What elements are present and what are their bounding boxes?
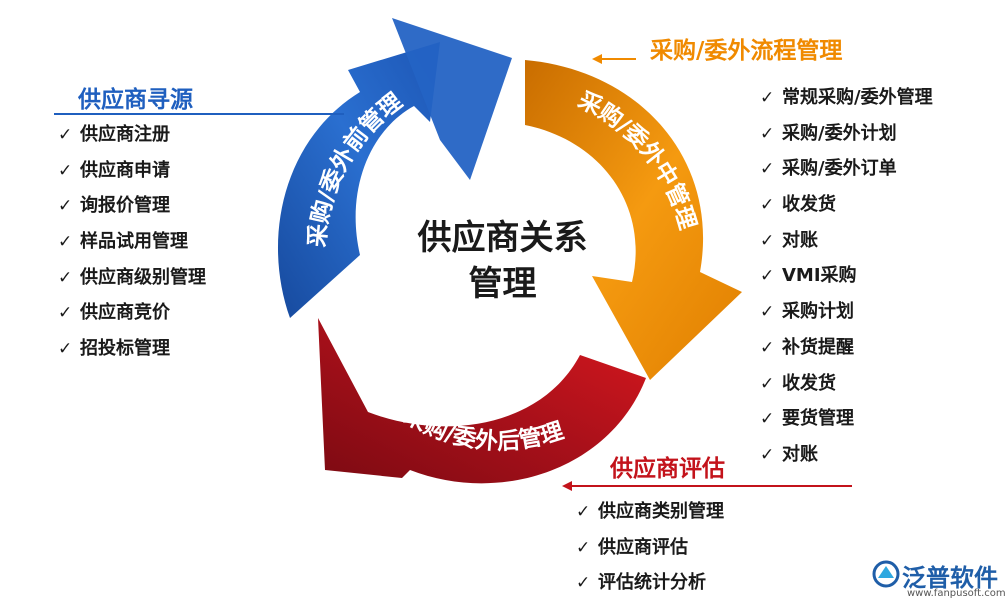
check-icon: ✓ (760, 88, 775, 108)
list-item: ✓供应商竞价 (58, 295, 206, 331)
list-item: ✓采购/委外订单 (760, 151, 933, 187)
list-item: ✓采购/委外计划 (760, 116, 933, 152)
center-title-line2: 管理 (468, 264, 537, 304)
list-item: ✓样品试用管理 (58, 224, 206, 260)
check-icon: ✓ (58, 196, 73, 217)
check-icon: ✓ (58, 267, 73, 288)
list-item: ✓采购计划 (760, 294, 933, 330)
list-item: ✓供应商级别管理 (58, 260, 206, 296)
arrow-before-head (392, 18, 512, 180)
list-item: ✓常规采购/委外管理 (760, 80, 933, 116)
list-item: ✓供应商类别管理 (576, 494, 724, 530)
process-list: ✓常规采购/委外管理 ✓采购/委外计划 ✓采购/委外订单 ✓收发货 ✓对账 ✓V… (760, 80, 933, 473)
evaluation-title: 供应商评估 (610, 456, 725, 482)
list-item: ✓供应商注册 (58, 117, 206, 153)
check-icon: ✓ (58, 339, 73, 360)
list-item: ✓供应商申请 (58, 153, 206, 189)
list-item: ✓对账 (760, 223, 933, 259)
check-icon: ✓ (760, 266, 775, 287)
check-icon: ✓ (760, 302, 775, 323)
list-item: ✓收发货 (760, 366, 933, 402)
center-title-line1: 供应商关系 (417, 218, 588, 258)
arrow-after-management (318, 318, 646, 484)
check-icon: ✓ (760, 373, 775, 394)
center-title: 供应商关系 管理 (395, 215, 610, 307)
arrow-before-management (277, 42, 440, 318)
check-icon: ✓ (760, 444, 775, 465)
check-icon: ✓ (576, 537, 591, 558)
sourcing-title-underline (54, 113, 344, 115)
list-item: ✓补货提醒 (760, 330, 933, 366)
evaluation-list: ✓供应商类别管理 ✓供应商评估 ✓评估统计分析 (576, 494, 724, 601)
list-item: ✓招投标管理 (58, 331, 206, 367)
fanpu-logo: 泛普软件 www.fanpusoft.com (872, 556, 1005, 602)
check-icon: ✓ (760, 409, 775, 430)
check-icon: ✓ (760, 230, 775, 251)
check-icon: ✓ (760, 123, 775, 144)
check-icon: ✓ (58, 232, 73, 253)
process-title: 采购/委外流程管理 (650, 38, 843, 64)
list-item: ✓要货管理 (760, 401, 933, 437)
list-item: ✓评估统计分析 (576, 565, 724, 601)
list-item: ✓询报价管理 (58, 188, 206, 224)
sourcing-list: ✓供应商注册 ✓供应商申请 ✓询报价管理 ✓样品试用管理 ✓供应商级别管理 ✓供… (58, 117, 206, 367)
list-item: ✓收发货 (760, 187, 933, 223)
check-icon: ✓ (760, 195, 775, 216)
list-item: ✓供应商评估 (576, 530, 724, 566)
sourcing-title: 供应商寻源 (78, 87, 193, 113)
check-icon: ✓ (58, 160, 73, 181)
check-icon: ✓ (576, 502, 591, 522)
check-icon: ✓ (576, 573, 591, 594)
check-icon: ✓ (760, 159, 775, 180)
process-connector-arrowhead (592, 54, 602, 64)
logo-icon (872, 560, 900, 588)
logo-url: www.fanpusoft.com (907, 588, 1005, 599)
list-item: ✓对账 (760, 437, 933, 473)
arrow-during-management (525, 60, 742, 380)
check-icon: ✓ (760, 337, 775, 358)
logo-name: 泛普软件 (902, 564, 998, 592)
evaluation-connector-arrowhead (562, 481, 572, 491)
check-icon: ✓ (58, 125, 73, 145)
list-item: ✓VMI采购 (760, 258, 933, 294)
check-icon: ✓ (58, 303, 73, 324)
